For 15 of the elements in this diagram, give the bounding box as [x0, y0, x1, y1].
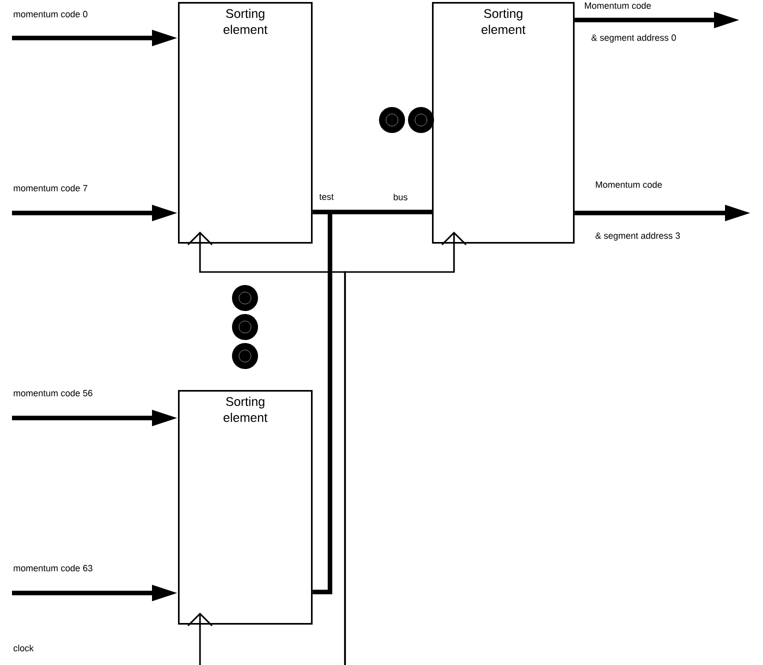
output-label: Momentum code & segment address 0: [584, 2, 676, 43]
output-label: Momentum code & segment address 3: [596, 181, 680, 241]
bus-label: bus: [394, 194, 408, 200]
bus-line: [312, 212, 332, 594]
clock-line: [344, 232, 467, 665]
bus-line: [312, 210, 432, 214]
input-label: momentum code 63: [14, 564, 92, 572]
sorting-element-box: Sorting element: [432, 2, 575, 244]
input-label: momentum code 56: [14, 390, 92, 396]
input-label: momentum code 0: [14, 10, 88, 18]
clock-line: [187, 612, 213, 665]
clock-label: clock: [14, 644, 34, 652]
sorting-element-box: Sorting element: [178, 390, 313, 625]
input-label: momentum code 7: [14, 184, 88, 192]
sorting-element-box: Sorting element: [178, 2, 313, 244]
